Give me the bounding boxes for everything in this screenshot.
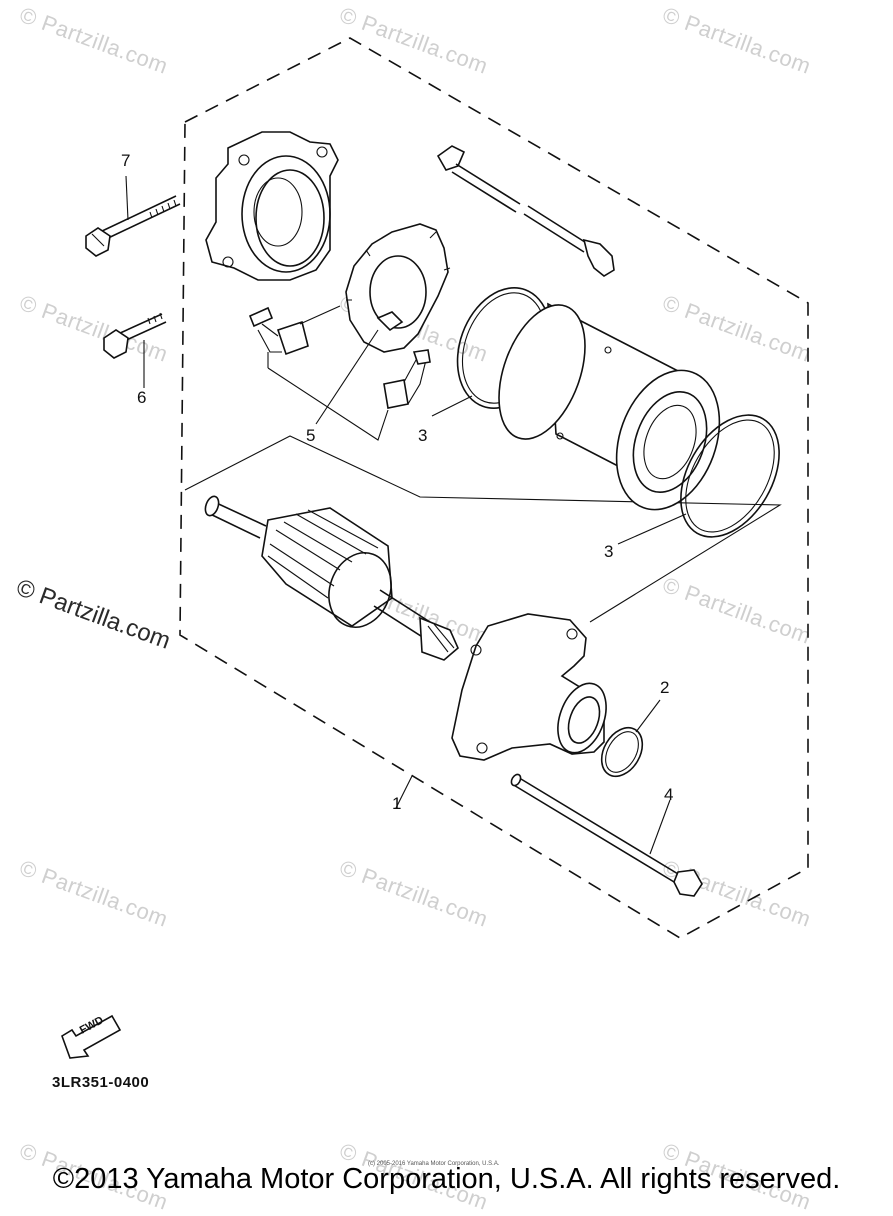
callout-5: 5 (306, 426, 316, 445)
callout-3b: 3 (604, 542, 614, 561)
callout-4: 4 (664, 785, 674, 804)
part-code: 3LR351-0400 (52, 1074, 150, 1091)
front-cover-icon (451, 613, 607, 761)
callout-3a: 3 (418, 426, 428, 445)
callout-1: 1 (392, 794, 402, 813)
callout-6: 6 (137, 388, 147, 407)
brush-icon (383, 349, 431, 409)
yoke-housing-icon (498, 302, 721, 511)
callout-7: 7 (121, 151, 131, 170)
bolt-7-icon (85, 175, 181, 257)
brush-plate-icon (345, 223, 451, 353)
o-ring-2-icon (600, 726, 644, 778)
lead-wire-icon (436, 145, 615, 277)
assembly-outline (179, 37, 809, 939)
copyright-footer: ©2013 Yamaha Motor Corporation, U.S.A. A… (52, 1163, 841, 1195)
fwd-arrow-icon: FWD (61, 1014, 122, 1059)
inner-frame-line (184, 435, 782, 623)
o-ring-3b-icon (680, 414, 780, 538)
armature-icon (204, 495, 459, 661)
bolt-6-icon (103, 312, 167, 388)
through-bolt-4-icon (510, 773, 703, 897)
bracket-5-line (267, 367, 389, 441)
small-copyright: (c) 2005-2016 Yamaha Motor Corporation, … (368, 1161, 500, 1167)
callout-2: 2 (660, 678, 670, 697)
brush-holder-icon (248, 305, 341, 356)
rear-cover-icon (205, 131, 339, 281)
